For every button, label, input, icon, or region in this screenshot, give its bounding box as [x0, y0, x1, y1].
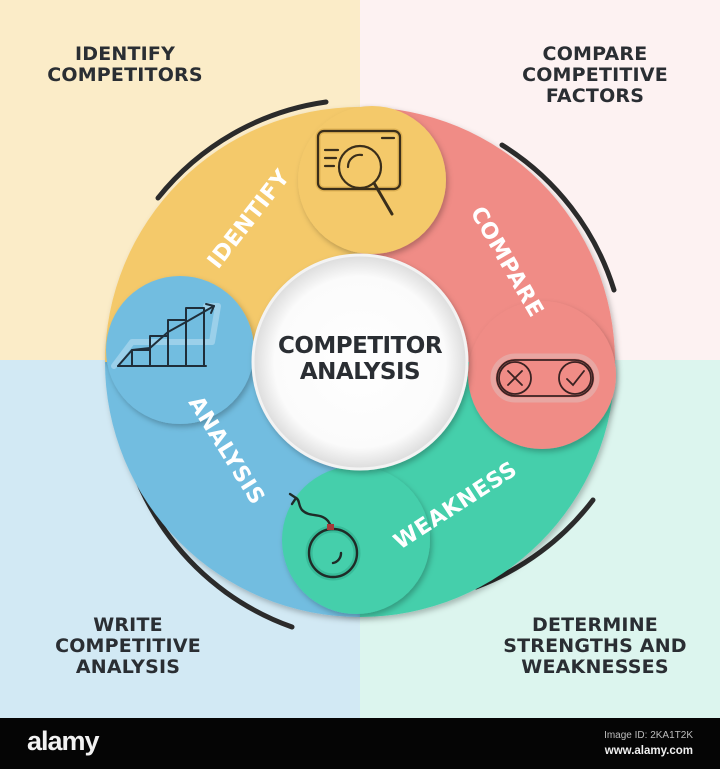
segment-compare-head [468, 301, 616, 449]
growth-chart-icon [111, 303, 221, 369]
corner-label-compare-competitive-factors: COMPARE COMPETITIVE FACTORS [522, 43, 668, 107]
footer-bar: alamy Image ID: 2KA1T2K www.alamy.com [0, 718, 720, 769]
bomb-icon [288, 492, 361, 581]
corner-label-write-competitive-analysis: WRITE COMPETITIVE ANALYSIS [55, 614, 201, 678]
cross-check-toggle-icon [490, 353, 600, 403]
corner-label-determine-strengths-weaknesses: DETERMINE STRENGTHS AND WEAKNESSES [503, 614, 687, 678]
center-title: COMPETITOR ANALYSIS [277, 333, 443, 385]
center-circle [251, 253, 469, 471]
magnifier-document-icon [315, 128, 403, 216]
cycle-diagram: IDENTIFY COMPARE WEAKNESS ANALYSIS [105, 99, 617, 630]
footer-image-id: Image ID: 2KA1T2K [604, 730, 693, 741]
corner-label-identify-competitors: IDENTIFY COMPETITORS [47, 43, 203, 86]
footer-logo[interactable]: alamy [27, 726, 100, 756]
footer-url-link[interactable]: www.alamy.com [604, 745, 693, 757]
